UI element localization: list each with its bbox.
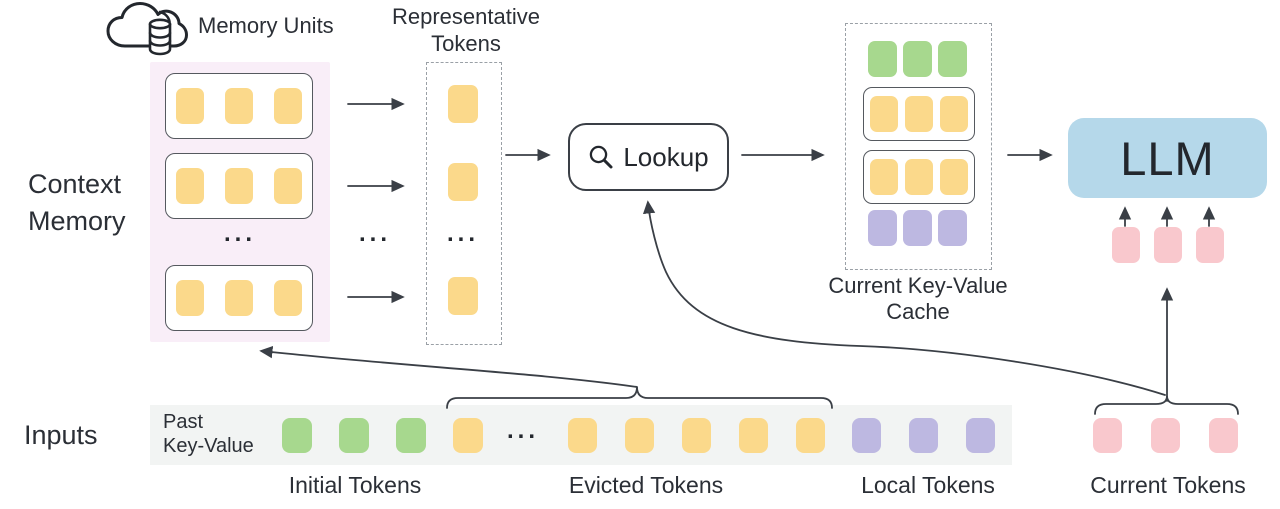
current-kv-cache-label-line2: Cache [886,299,950,324]
memory-unit-row [165,265,313,331]
token-yellow [568,418,597,453]
token-yellow [225,168,253,204]
local-tokens-label: Local Tokens [861,472,995,498]
evicted-tokens-label: Evicted Tokens [568,472,724,498]
representative-token [448,163,478,201]
token-yellow [176,88,204,124]
token-green [868,41,897,77]
token-yellow [176,168,204,204]
current-kv-cache-label-line1: Current Key-Value [828,273,1008,298]
token-purple [868,210,897,246]
token-pink [1111,227,1140,263]
token-pink [1195,227,1224,263]
cloud-outline [106,2,188,48]
memory-ellipsis: ... [223,220,256,247]
token-yellow [453,418,483,453]
representative-tokens-label-line1: Representative [392,4,540,29]
token-green [396,418,426,453]
search-icon [590,145,613,169]
llm-input-tokens [1068,227,1267,263]
past-kv-label-line2: Key-Value [163,435,254,457]
token-purple [938,210,967,246]
cache-initial-row [845,41,990,77]
token-yellow [274,280,302,316]
token-yellow [796,418,825,453]
representative-ellipsis: ... [446,220,479,247]
token-yellow [625,418,654,453]
representative-token [448,85,478,123]
token-purple [852,418,881,453]
token-yellow [940,159,968,195]
memory-units-label: Memory Units [198,13,334,38]
llm-label: LLM [1120,131,1215,185]
token-yellow [905,159,933,195]
current-tokens-label: Current Tokens [1090,472,1246,498]
llm-box: LLM [1068,118,1267,198]
representative-tokens-label-line2: Tokens [431,31,501,56]
token-yellow [176,280,204,316]
token-yellow [225,280,253,316]
token-yellow [682,418,711,453]
token-pink [1209,418,1238,453]
token-green [282,418,312,453]
cache-memory-row [863,150,975,204]
context-memory-label: Context Memory [28,166,126,240]
token-pink [1153,227,1182,263]
cache-local-row [845,210,990,246]
token-purple [966,418,995,453]
token-yellow [940,96,968,132]
evicted-tokens-group [568,418,825,453]
lookup-button: Lookup [568,123,729,191]
inputs-label: Inputs [24,420,98,450]
context-memory-label-line1: Context [28,169,122,199]
evicted-token-first [453,418,483,453]
cache-memory-row [863,87,975,141]
initial-tokens-group [282,418,426,453]
context-memory-label-line2: Memory [28,206,126,236]
token-pink [1093,418,1122,453]
token-yellow [905,96,933,132]
token-yellow [448,85,478,123]
initial-tokens-label: Initial Tokens [288,472,422,498]
token-yellow [448,277,478,315]
cloud-inner-arc [158,10,171,23]
representative-tokens-label: Representative Tokens [380,3,552,57]
past-kv-label: Past Key-Value [163,410,254,458]
token-yellow [274,88,302,124]
database-icon [148,18,172,56]
token-yellow [739,418,768,453]
local-tokens-group [852,418,995,453]
lookup-label: Lookup [623,141,709,172]
memory-unit-row [165,153,313,219]
token-green [903,41,932,77]
token-yellow [870,159,898,195]
representative-tokens-box [426,62,502,345]
current-tokens-group [1093,418,1238,453]
representative-token [448,277,478,315]
token-yellow [225,88,253,124]
cloud-database-icon [106,2,188,56]
strip-ellipsis: ... [506,417,539,444]
token-purple [909,418,938,453]
current-tokens-brace [1094,395,1239,415]
token-green [339,418,369,453]
memory-unit-row [165,73,313,139]
token-yellow [274,168,302,204]
token-yellow [870,96,898,132]
token-yellow [448,163,478,201]
between-ellipsis: ... [358,220,391,247]
token-green [938,41,967,77]
current-kv-cache-label: Current Key-Value Cache [818,273,1018,325]
past-kv-label-line1: Past [163,411,204,433]
token-purple [903,210,932,246]
token-pink [1151,418,1180,453]
arrow-evicted-to-memory [259,346,638,388]
